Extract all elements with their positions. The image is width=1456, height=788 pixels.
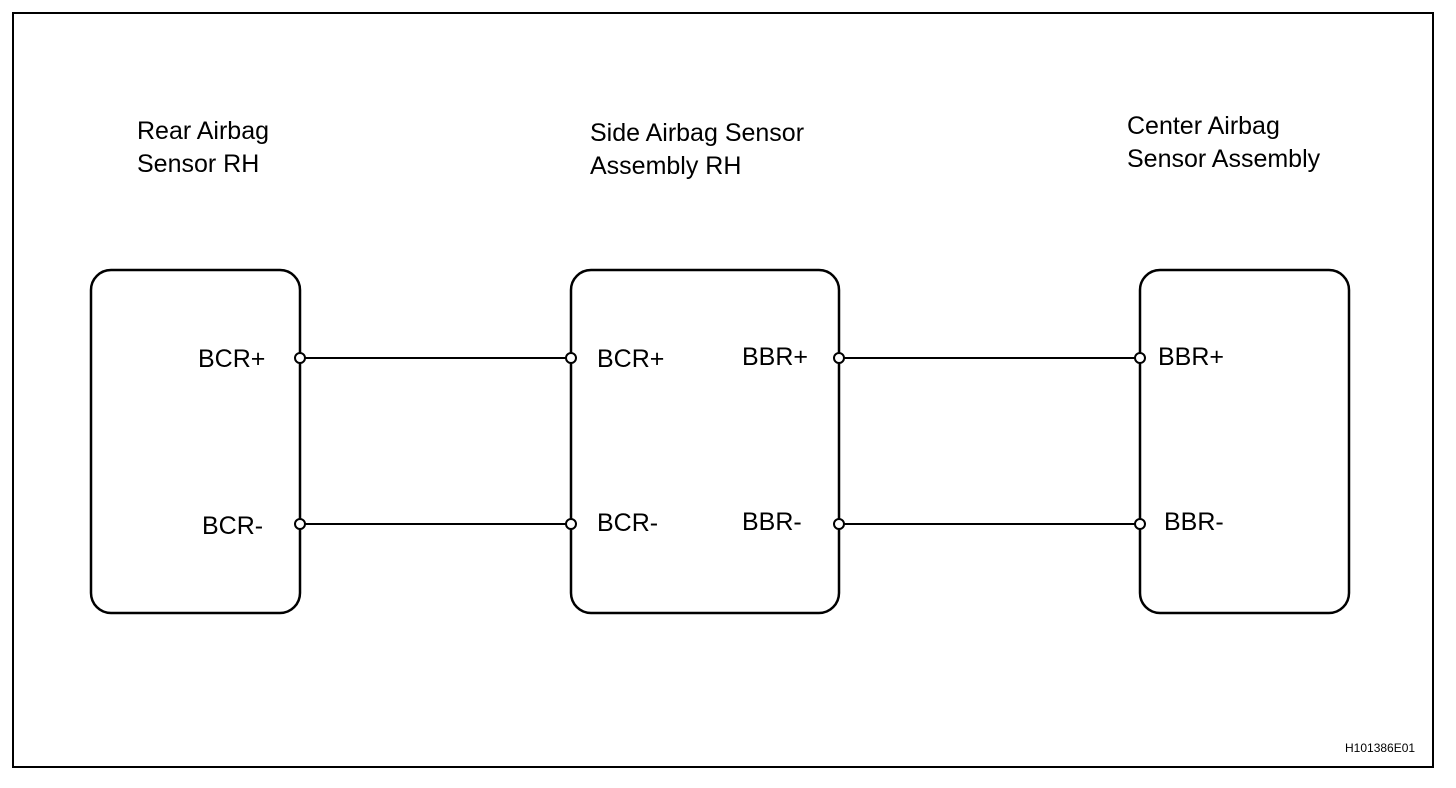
rear-sensor-title: Rear Airbag Sensor RH <box>137 115 269 181</box>
rear-sensor-title-line1: Rear Airbag <box>137 117 270 145</box>
terminal-side-bcr-minus <box>565 518 577 530</box>
center-sensor-title-line1: Center Airbag <box>1127 112 1280 140</box>
side-pin-bcr-plus-label: BCR+ <box>597 345 665 373</box>
center-sensor-title: Center Airbag Sensor Assembly <box>1127 110 1320 176</box>
terminal-side-bbr-plus <box>833 352 845 364</box>
side-sensor-title-line2: Assembly RH <box>590 152 742 180</box>
terminal-rear-bcr-plus <box>294 352 306 364</box>
terminal-side-bcr-plus <box>565 352 577 364</box>
rear-pin-bcr-minus-label: BCR- <box>202 512 264 540</box>
center-airbag-sensor-box <box>1138 268 1351 615</box>
center-pin-bbr-minus-label: BBR- <box>1164 508 1224 536</box>
side-pin-bbr-plus-label: BBR+ <box>742 343 809 371</box>
side-sensor-title-line1: Side Airbag Sensor <box>590 119 805 147</box>
side-pin-bbr-minus-label: BBR- <box>742 508 802 536</box>
rear-airbag-sensor-box <box>89 268 302 615</box>
rear-sensor-title-line2: Sensor RH <box>137 150 260 178</box>
center-sensor-title-line2: Sensor Assembly <box>1127 145 1321 173</box>
terminal-center-bbr-plus <box>1134 352 1146 364</box>
side-sensor-title: Side Airbag Sensor Assembly RH <box>590 117 804 183</box>
terminal-side-bbr-minus <box>833 518 845 530</box>
side-airbag-sensor-box <box>569 268 841 615</box>
reference-code: H101386E01 <box>1345 741 1416 755</box>
side-pin-bcr-minus-label: BCR- <box>597 509 659 537</box>
center-pin-bbr-plus-label: BBR+ <box>1158 343 1225 371</box>
terminal-center-bbr-minus <box>1134 518 1146 530</box>
rear-pin-bcr-plus-label: BCR+ <box>198 345 266 373</box>
terminal-rear-bcr-minus <box>294 518 306 530</box>
